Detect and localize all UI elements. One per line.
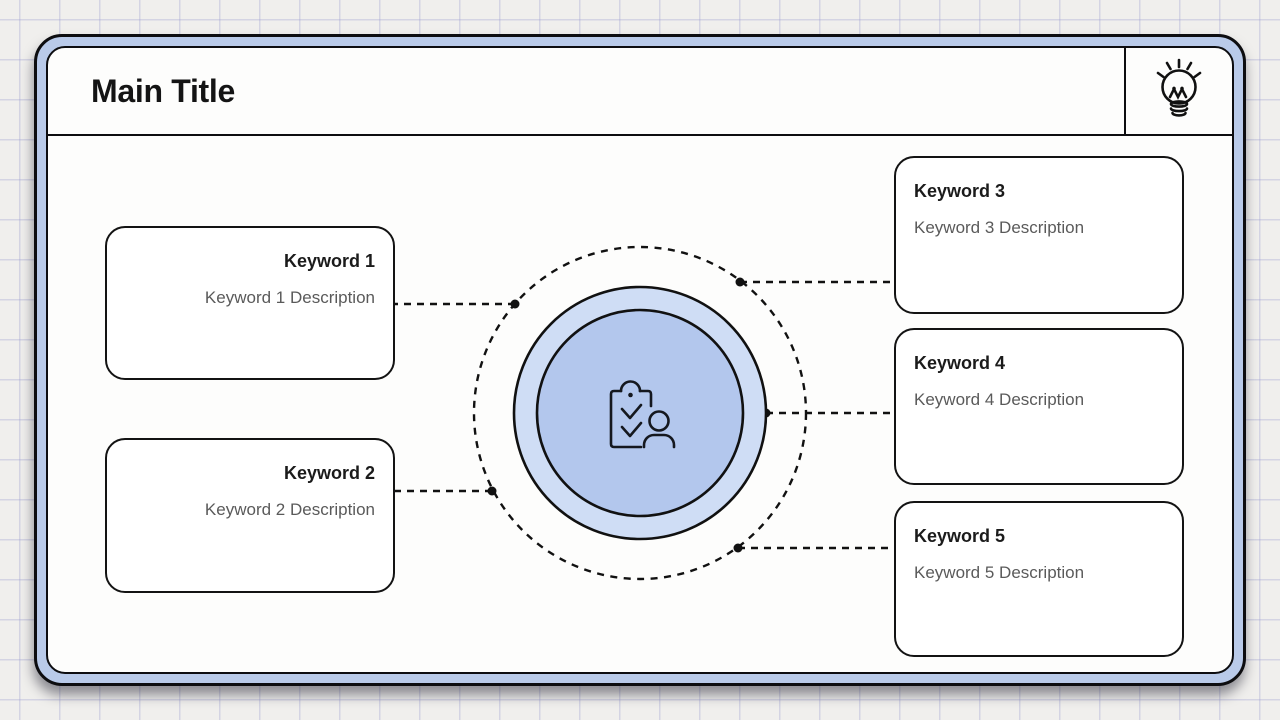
keyword-5-title: Keyword 5 <box>914 526 1006 546</box>
center-inner-circle <box>535 308 745 518</box>
page-title: Main Title <box>91 72 235 109</box>
slide-frame: Main Title Keyword 1 Keyword 1 Descripti <box>34 34 1246 686</box>
diagram-canvas <box>395 245 894 581</box>
header: Main Title <box>48 48 1232 136</box>
keyword-box-3: Keyword 3 Keyword 3 Description <box>894 156 1184 314</box>
keyword-1-title: Keyword 1 <box>283 251 375 271</box>
connector-dot-1 <box>510 299 520 309</box>
keyword-box-5: Keyword 5 Keyword 5 Description <box>894 501 1184 657</box>
connector-dot-5 <box>733 543 743 553</box>
keyword-4-description: Keyword 4 Description <box>914 390 1085 409</box>
keyword-3-description: Keyword 3 Description <box>914 218 1085 237</box>
keyword-4-title: Keyword 4 <box>914 353 1006 373</box>
connector-dot-3 <box>735 277 745 287</box>
keyword-box-2: Keyword 2 Keyword 2 Description <box>105 438 395 593</box>
keyword-2-description: Keyword 2 Description <box>204 500 375 519</box>
connector-dot-2 <box>487 486 497 496</box>
clipboard-checklist-person-icon <box>609 380 676 449</box>
keyword-box-1: Keyword 1 Keyword 1 Description <box>105 226 395 380</box>
keyword-1-description: Keyword 1 Description <box>204 288 375 307</box>
keyword-3-title: Keyword 3 <box>914 181 1006 201</box>
keyword-2-title: Keyword 2 <box>283 463 375 483</box>
keyword-box-4: Keyword 4 Keyword 4 Description <box>894 328 1184 485</box>
header-icon-cell <box>1124 48 1232 134</box>
slide-card: Main Title Keyword 1 Keyword 1 Descripti <box>46 46 1234 674</box>
keyword-5-description: Keyword 5 Description <box>914 563 1085 582</box>
lightbulb-icon <box>1156 58 1202 117</box>
